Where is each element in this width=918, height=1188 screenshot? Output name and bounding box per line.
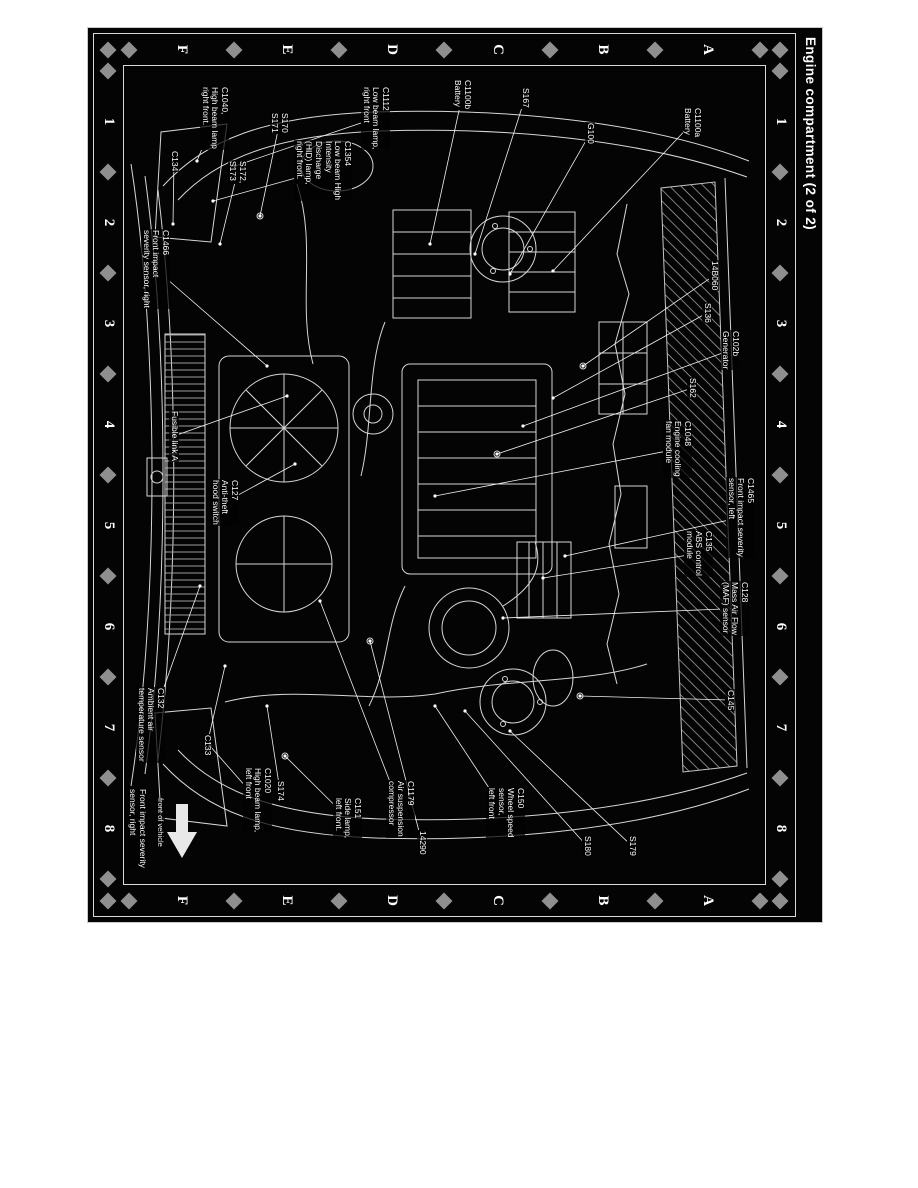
grid-number-3: 3 [101, 319, 117, 328]
grid-frame: 1 2 3 4 5 6 7 8 1 2 3 4 5 6 7 8 A B C D E F A B C D E F [93, 33, 796, 917]
grid-number-1: 1 [773, 117, 789, 126]
grid-letter-C: C [489, 44, 506, 55]
callout-s162: S162 [687, 377, 698, 399]
grid-corner [766, 34, 795, 65]
engine-compartment-figure: Engine compartment (2 of 2) 1 2 3 4 5 6 7 8 1 2 3… [87, 26, 823, 924]
grid-band-right: A B C D E F [120, 885, 769, 916]
diamond-marker [772, 892, 789, 909]
diamond-marker [100, 41, 117, 58]
diamond-marker [120, 892, 138, 909]
grid-corner [766, 885, 795, 916]
grid-number-6: 6 [101, 622, 117, 631]
front-of-vehicle-arrow-icon [167, 804, 197, 858]
callout-s172-s173: S172,S173 [227, 160, 248, 185]
grid-number-3: 3 [773, 319, 789, 328]
grid-number-7: 7 [101, 723, 117, 732]
grid-number-5: 5 [101, 521, 117, 530]
grid-letter-B: B [594, 895, 611, 906]
grid-letter-F: F [174, 44, 191, 55]
callout-s136: S136 [702, 302, 713, 324]
callout-g100: G100 [585, 122, 596, 145]
grid-number-4: 4 [773, 420, 789, 429]
callout-14290: 14290 [417, 830, 428, 856]
callout-c145: C145 [725, 689, 736, 712]
callout-s180: S180 [582, 835, 593, 857]
diamond-marker [100, 892, 117, 909]
front-of-vehicle-label: front of vehicle [156, 798, 165, 847]
grid-letter-A: A [699, 895, 716, 906]
front-of-vehicle-marker: front of vehicle [156, 798, 165, 847]
grid-number-7: 7 [773, 723, 789, 732]
engine-bay-linework [130, 110, 750, 840]
diamond-marker [120, 41, 138, 58]
grid-letter-E: E [279, 895, 296, 906]
grid-band-left: A B C D E F [120, 34, 769, 65]
grid-number-8: 8 [101, 824, 117, 833]
grid-band-top: 1 2 3 4 5 6 7 8 [766, 62, 795, 888]
grid-number-6: 6 [773, 622, 789, 631]
figure-title: Engine compartment (2 of 2) [803, 37, 818, 231]
callout-s167: S167 [520, 87, 531, 109]
grid-corner [94, 34, 123, 65]
grid-letter-F: F [174, 895, 191, 906]
grid-letter-E: E [279, 44, 296, 55]
callout-c133: C133 [202, 734, 213, 757]
grid-band-bottom: 1 2 3 4 5 6 7 8 [94, 62, 123, 888]
grid-number-8: 8 [773, 824, 789, 833]
grid-letter-A: A [699, 44, 716, 55]
callout-s174: S174 [275, 780, 286, 802]
grid-letter-D: D [384, 895, 401, 906]
grid-letter-D: D [384, 44, 401, 55]
grid-number-2: 2 [101, 218, 117, 227]
grid-number-1: 1 [101, 117, 117, 126]
callout-14b060: 14B060 [709, 260, 720, 292]
grid-number-5: 5 [773, 521, 789, 530]
diamond-marker [772, 41, 789, 58]
callout-s179: S179 [627, 835, 638, 857]
grid-corner [94, 885, 123, 916]
grid-letter-C: C [489, 895, 506, 906]
grid-number-4: 4 [101, 420, 117, 429]
callout-c134: C134 [169, 150, 180, 173]
grid-number-2: 2 [773, 218, 789, 227]
leader-lines [163, 108, 727, 842]
grid-letter-B: B [594, 44, 611, 55]
callout-fusible-link-a: Fusible link A [169, 410, 180, 463]
